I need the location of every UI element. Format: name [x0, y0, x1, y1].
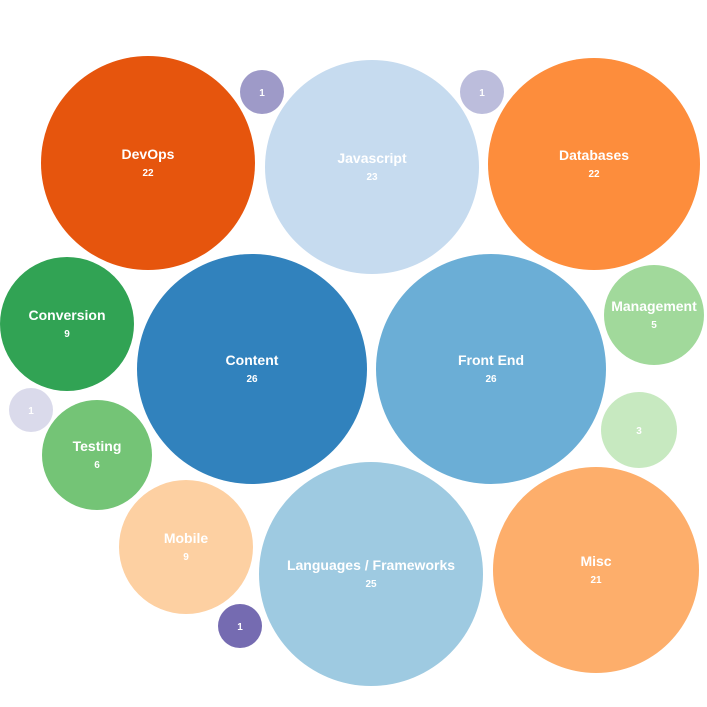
bubble-value-mobile: 9 — [183, 552, 189, 563]
bubble-value-databases: 22 — [588, 169, 600, 180]
bubble-circle-testing — [42, 400, 152, 510]
bubble-circle-conversion — [0, 257, 134, 391]
bubble-name-front-end: Front End — [458, 352, 524, 368]
bubble-circle-javascript — [265, 60, 479, 274]
bubble-name-databases: Databases — [559, 147, 629, 163]
bubble-value-unlabeled-11: 3 — [636, 426, 642, 437]
bubble-circle-management — [604, 265, 704, 365]
bubble-circle-content — [137, 254, 367, 484]
bubble-circle-unlabeled-14 — [9, 388, 53, 432]
bubble-name-mobile: Mobile — [164, 530, 209, 546]
bubble-front-end: Front End 26 — [376, 254, 606, 484]
bubble-circle-unlabeled-12 — [240, 70, 284, 114]
bubble-unlabeled-11: 3 — [601, 392, 677, 468]
bubble-value-front-end: 26 — [485, 374, 497, 385]
bubble-databases: Databases 22 — [488, 58, 700, 270]
bubble-circle-languages-frameworks — [259, 462, 483, 686]
bubble-unlabeled-12: 1 — [240, 70, 284, 114]
bubble-circle-unlabeled-15 — [218, 604, 262, 648]
bubble-misc: Misc 21 — [493, 467, 699, 673]
bubble-name-misc: Misc — [580, 553, 611, 569]
bubble-value-content: 26 — [246, 374, 258, 385]
bubble-value-management: 5 — [651, 320, 657, 331]
bubble-circle-front-end — [376, 254, 606, 484]
bubble-content: Content 26 — [137, 254, 367, 484]
bubble-circle-misc — [493, 467, 699, 673]
bubble-value-testing: 6 — [94, 460, 100, 471]
bubble-javascript: Javascript 23 — [265, 60, 479, 274]
bubble-unlabeled-14: 1 — [9, 388, 53, 432]
bubble-circle-databases — [488, 58, 700, 270]
bubble-name-content: Content — [226, 352, 279, 368]
bubble-value-languages-frameworks: 25 — [365, 579, 377, 590]
bubble-name-conversion: Conversion — [28, 307, 105, 323]
bubble-name-devops: DevOps — [122, 146, 175, 162]
bubble-name-languages-frameworks: Languages / Frameworks — [287, 557, 455, 573]
bubble-management: Management 5 — [604, 265, 704, 365]
bubble-value-conversion: 9 — [64, 329, 70, 340]
bubble-conversion: Conversion 9 — [0, 257, 134, 391]
bubble-value-unlabeled-15: 1 — [237, 622, 243, 633]
bubble-value-unlabeled-12: 1 — [259, 88, 265, 99]
bubble-mobile: Mobile 9 — [119, 480, 253, 614]
bubble-name-javascript: Javascript — [337, 150, 407, 166]
bubble-circle-mobile — [119, 480, 253, 614]
bubble-devops: DevOps 22 — [41, 56, 255, 270]
bubble-circle-unlabeled-13 — [460, 70, 504, 114]
bubble-circle-unlabeled-11 — [601, 392, 677, 468]
bubble-name-management: Management — [611, 298, 697, 314]
bubble-unlabeled-15: 1 — [218, 604, 262, 648]
bubble-value-misc: 21 — [590, 575, 602, 586]
bubble-value-devops: 22 — [142, 168, 154, 179]
bubble-value-unlabeled-13: 1 — [479, 88, 485, 99]
bubble-languages-frameworks: Languages / Frameworks 25 — [259, 462, 483, 686]
bubble-testing: Testing 6 — [42, 400, 152, 510]
bubble-name-testing: Testing — [73, 438, 122, 454]
bubble-value-unlabeled-14: 1 — [28, 406, 34, 417]
bubble-value-javascript: 23 — [366, 172, 378, 183]
bubble-circle-devops — [41, 56, 255, 270]
bubble-unlabeled-13: 1 — [460, 70, 504, 114]
